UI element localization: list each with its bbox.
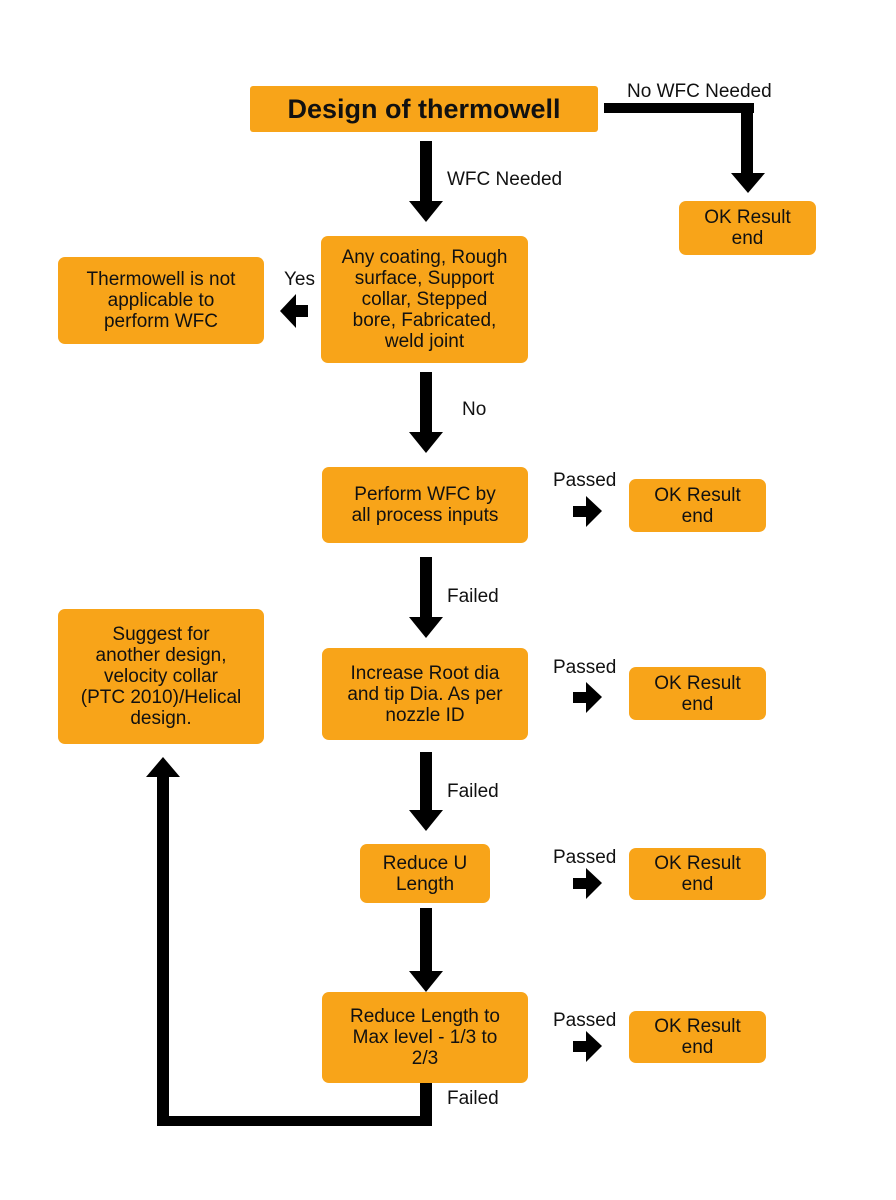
arrowhead-to-ok3 [586,868,602,899]
node-ok-result-top-text: OK Result end [704,207,791,249]
node-perform-wfc: Perform WFC by all process inputs [322,467,528,543]
node-ok-result-4: OK Result end [629,1011,766,1063]
arrowhead-to-ok-top [731,173,765,193]
node-ok-result-1-text: OK Result end [654,484,741,527]
label-passed-1: Passed [553,470,617,491]
node-any-coating-check-text: Any coating, Rough surface, Support coll… [341,247,508,352]
label-wfc-needed: WFC Needed [447,169,563,190]
connector-check-to-perform [420,372,432,434]
arrowhead-to-not-applicable [280,294,296,328]
node-design-of-thermowell-text: Design of thermowell [287,94,561,124]
label-failed-3: Failed [447,1088,499,1109]
node-ok-result-3: OK Result end [629,848,766,900]
node-increase-root-dia-text: Increase Root dia and tip Dia. As per no… [347,662,503,726]
node-ok-result-top: OK Result end [679,201,816,255]
node-ok-result-2: OK Result end [629,667,766,720]
label-no-wfc-needed: No WFC Needed [627,81,772,102]
connector-reduce-u-to-reduce-length [420,908,432,973]
arrowhead-to-check [409,201,443,222]
arrowhead-to-perform [409,432,443,453]
connector-perform-to-increase [420,557,432,619]
connector-loop-down [420,1083,432,1126]
label-failed-1: Failed [447,586,499,607]
node-suggest-another-design-text: Suggest for another design, velocity col… [80,624,242,729]
node-ok-result-1: OK Result end [629,479,766,532]
node-perform-wfc-text: Perform WFC by all process inputs [351,484,499,526]
node-reduce-u-length-text: Reduce U Length [382,852,468,895]
connector-reduce-u-to-ok3 [573,878,587,889]
connector-reduce-length-to-ok4 [573,1041,587,1052]
label-passed-4: Passed [553,1010,617,1031]
connector-check-to-not-applicable [296,305,308,317]
node-not-applicable-text: Thermowell is not applicable to perform … [86,269,236,332]
label-failed-2: Failed [447,781,499,802]
node-reduce-u-length: Reduce U Length [360,844,490,903]
arrowhead-to-increase [409,617,443,638]
node-ok-result-2-text: OK Result end [654,672,741,715]
arrowhead-to-ok1 [586,496,602,527]
label-passed-2: Passed [553,657,617,678]
arrowhead-to-ok4 [586,1031,602,1062]
label-yes: Yes [284,269,315,290]
connector-title-to-ok-horizontal [604,103,754,113]
connector-loop-up [157,775,169,1126]
connector-loop-bottom [157,1116,432,1126]
label-passed-3: Passed [553,847,617,868]
connector-title-to-ok-vertical [741,103,753,175]
node-ok-result-3-text: OK Result end [654,853,741,895]
arrowhead-to-suggest [146,757,180,777]
connector-increase-to-reduce-u [420,752,432,812]
connector-title-to-check [420,141,432,203]
node-any-coating-check: Any coating, Rough surface, Support coll… [321,236,528,363]
node-ok-result-4-text: OK Result end [654,1016,741,1058]
node-reduce-length: Reduce Length to Max level - 1/3 to 2/3 [322,992,528,1083]
node-not-applicable: Thermowell is not applicable to perform … [58,257,264,344]
arrowhead-to-reduce-u [409,810,443,831]
label-no: No [462,399,487,420]
node-increase-root-dia: Increase Root dia and tip Dia. As per no… [322,648,528,740]
connector-increase-to-ok2 [573,692,587,703]
node-suggest-another-design: Suggest for another design, velocity col… [58,609,264,744]
node-design-of-thermowell: Design of thermowell [250,86,598,132]
arrowhead-to-reduce-length [409,971,443,992]
connector-perform-to-ok1 [573,506,587,517]
arrowhead-to-ok2 [586,682,602,713]
node-reduce-length-text: Reduce Length to Max level - 1/3 to 2/3 [349,1006,500,1069]
